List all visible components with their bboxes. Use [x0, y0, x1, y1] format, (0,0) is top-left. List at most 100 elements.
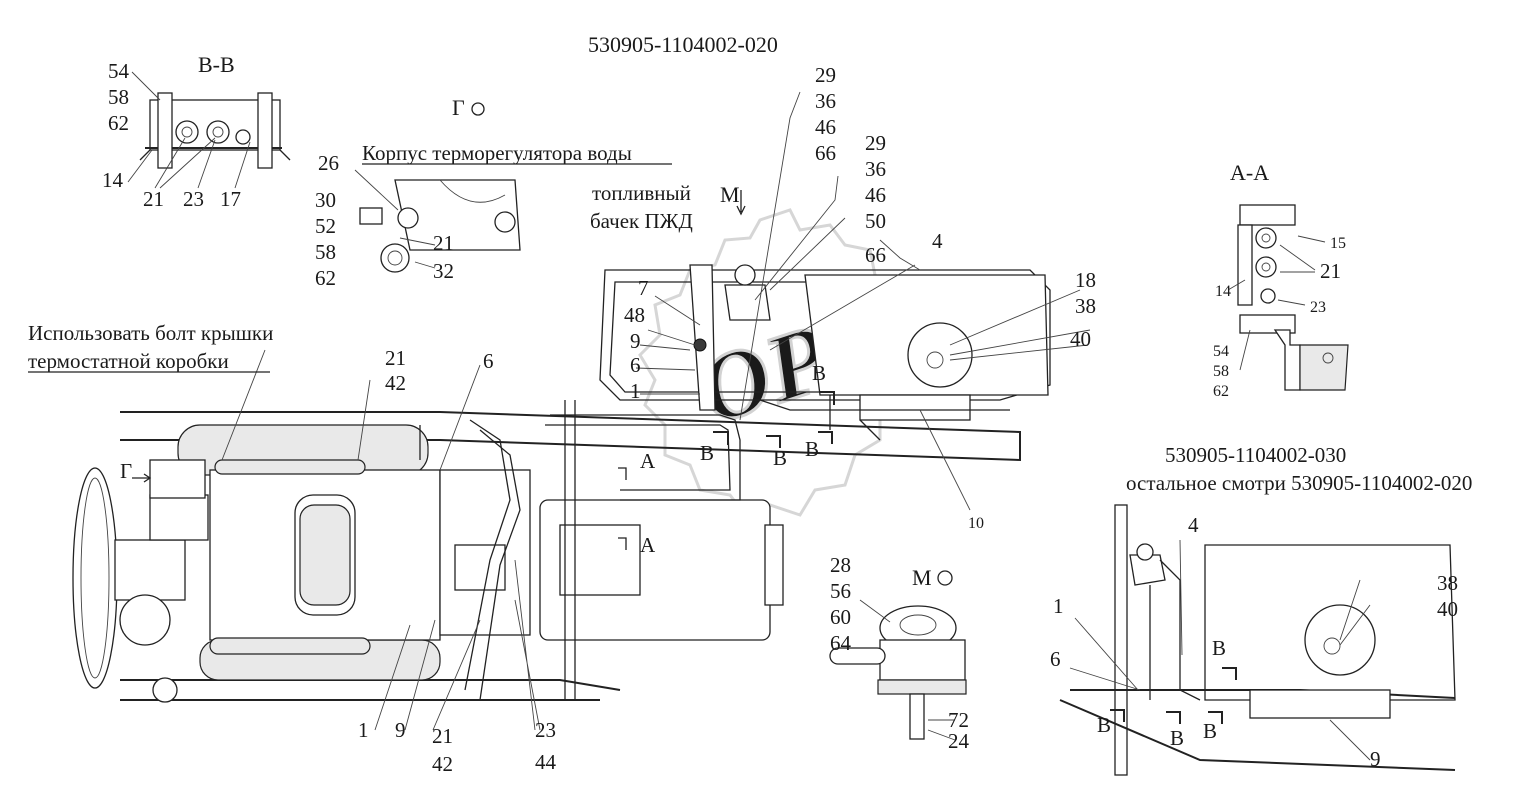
callout-7: 7 — [638, 276, 649, 300]
callout-29b: 29 — [865, 131, 886, 155]
mark-b1: В — [812, 361, 826, 385]
callout-36: 36 — [815, 89, 836, 113]
callout-64: 64 — [830, 631, 852, 655]
variant-mark-b4: В — [1203, 719, 1217, 743]
section-bb-title: В-В — [198, 52, 235, 77]
callout-14: 14 — [1215, 283, 1231, 300]
view-g-title: Г — [452, 95, 465, 120]
main-title: 530905-1104002-020 — [588, 32, 778, 57]
callout-23: 23 — [183, 187, 204, 211]
callout-6b: 6 — [630, 353, 641, 377]
variant-view: 530905-1104002-030 остальное смотри 5309… — [1050, 443, 1472, 776]
callout-1: 1 — [630, 379, 641, 403]
section-aa-title: А-А — [1230, 160, 1269, 185]
callout-66b: 66 — [865, 243, 886, 267]
callout-50: 50 — [865, 209, 886, 233]
section-marks: Г А А В В В В 10 — [120, 361, 984, 557]
view-m-callouts: 28 56 60 64 72 24 — [830, 553, 970, 753]
callout-15: 15 — [1330, 235, 1346, 252]
callout-21: 21 — [143, 187, 164, 211]
callout-23: 23 — [535, 718, 556, 742]
callout-18: 18 — [1075, 268, 1096, 292]
fuel-tank-note-line1: топливный — [592, 181, 691, 205]
callout-14: 14 — [102, 168, 124, 192]
callout-24: 24 — [948, 729, 970, 753]
variant-mark-b2: В — [1097, 713, 1111, 737]
callout-42: 42 — [385, 371, 406, 395]
view-m-detail-title: М — [912, 565, 932, 590]
callout-38: 38 — [1437, 571, 1458, 595]
variant-mark-b1: В — [1212, 636, 1226, 660]
callout-52: 52 — [315, 214, 336, 238]
callout-62: 62 — [1213, 383, 1229, 400]
callout-58: 58 — [1213, 363, 1229, 380]
callout-29: 29 — [815, 63, 836, 87]
callout-46b: 46 — [865, 183, 886, 207]
callout-56: 56 — [830, 579, 851, 603]
callout-58: 58 — [315, 240, 336, 264]
view-m-detail: М 28 56 60 64 72 24 — [829, 553, 970, 753]
callout-21: 21 — [385, 346, 406, 370]
callout-44: 44 — [535, 750, 557, 774]
callout-4: 4 — [932, 229, 943, 253]
callout-60: 60 — [830, 605, 851, 629]
callout-54: 54 — [1213, 343, 1229, 360]
callout-28: 28 — [830, 553, 851, 577]
callout-40: 40 — [1437, 597, 1458, 621]
callout-9: 9 — [1370, 747, 1381, 771]
watermark-gear — [638, 208, 912, 517]
mark-a-top: А — [640, 449, 656, 473]
mark-b3: В — [773, 446, 787, 470]
bolt-note-line2: термостатной коробки — [28, 349, 229, 373]
callout-42: 42 — [432, 752, 453, 776]
variant-subtitle: остальное смотри 530905-1104002-020 — [1126, 471, 1472, 495]
view-g-callouts: 26 30 52 58 62 21 32 — [315, 151, 454, 290]
section-aa-view: А-А 15 21 14 23 54 58 62 — [1213, 160, 1349, 400]
callout-21: 21 — [432, 724, 453, 748]
callout-17: 17 — [220, 187, 241, 211]
bolt-note: Использовать болт крышки термостатной ко… — [28, 321, 273, 373]
callout-38: 38 — [1075, 294, 1096, 318]
callout-9: 9 — [630, 329, 641, 353]
callout-6: 6 — [483, 349, 494, 373]
callout-32: 32 — [433, 259, 454, 283]
variant-title: 530905-1104002-030 — [1165, 443, 1346, 467]
main-assembly — [72, 91, 1091, 731]
callout-40: 40 — [1070, 327, 1091, 351]
mark-10: 10 — [968, 515, 984, 532]
variant-callouts: 4 1 6 38 40 9 — [1050, 513, 1458, 771]
callout-23: 23 — [1310, 299, 1326, 316]
mark-b2: В — [700, 441, 714, 465]
callout-62: 62 — [108, 111, 129, 135]
section-bb-view: В-В 54 58 62 14 21 23 17 — [102, 52, 291, 211]
callout-1: 1 — [358, 718, 369, 742]
main-callouts: 21 42 6 7 48 9 6 1 29 36 46 66 29 36 46 … — [358, 63, 1096, 776]
view-m-mark: М — [720, 182, 740, 207]
thermostat-housing-note: Корпус терморегулятора воды — [362, 141, 632, 165]
callout-48: 48 — [624, 303, 645, 327]
callout-58: 58 — [108, 85, 129, 109]
section-aa-callouts: 15 21 14 23 54 58 62 — [1213, 235, 1346, 400]
callout-26: 26 — [318, 151, 339, 175]
callout-62: 62 — [315, 266, 336, 290]
mark-g: Г — [120, 459, 132, 483]
mark-a-bottom: А — [640, 533, 656, 557]
callout-30: 30 — [315, 188, 336, 212]
callout-21: 21 — [1320, 259, 1341, 283]
section-bb-callouts: 54 58 62 14 21 23 17 — [102, 59, 241, 211]
callout-9: 9 — [395, 718, 406, 742]
callout-4: 4 — [1188, 513, 1199, 537]
callout-72: 72 — [948, 708, 969, 732]
mark-b4: В — [805, 437, 819, 461]
view-g: Г Корпус терморегулятора воды 26 30 52 5… — [315, 95, 672, 290]
callout-6: 6 — [1050, 647, 1061, 671]
callout-46: 46 — [815, 115, 836, 139]
bolt-note-line1: Использовать болт крышки — [28, 321, 273, 345]
callout-36b: 36 — [865, 157, 886, 181]
callout-66: 66 — [815, 141, 836, 165]
callout-54: 54 — [108, 59, 130, 83]
fuel-tank-note-line2: бачек ПЖД — [590, 209, 693, 233]
variant-mark-b3: В — [1170, 726, 1184, 750]
callout-21: 21 — [433, 231, 454, 255]
